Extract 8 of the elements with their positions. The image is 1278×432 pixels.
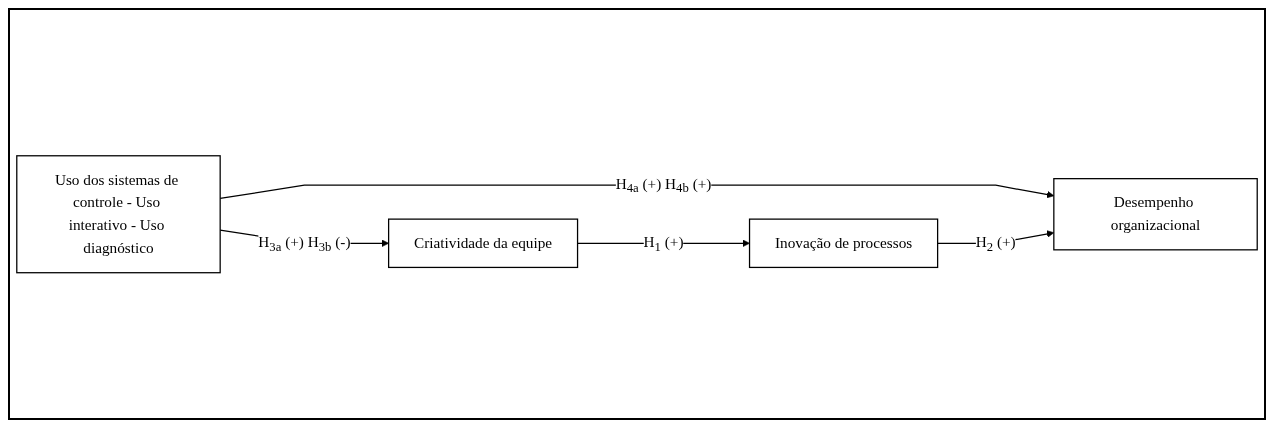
node-box: Criatividade da equipe — [388, 218, 579, 268]
edge-label: H$_{4a}$ (+) H$_{4b}$ (+) — [615, 174, 712, 195]
edge-label: H$_{2}$ (+) — [975, 232, 1016, 253]
node-box: Inovação de processos — [748, 218, 939, 268]
node-box: Desempenho organizacional — [1053, 177, 1258, 251]
edge-label: H$_{1}$ (+) — [643, 232, 684, 253]
node-box: Uso dos sistemas de controle - Uso interativo - Uso diagnóstico — [16, 154, 221, 274]
edge-label: H$_{3a}$ (+) H$_{3b}$ (-) — [258, 232, 351, 253]
